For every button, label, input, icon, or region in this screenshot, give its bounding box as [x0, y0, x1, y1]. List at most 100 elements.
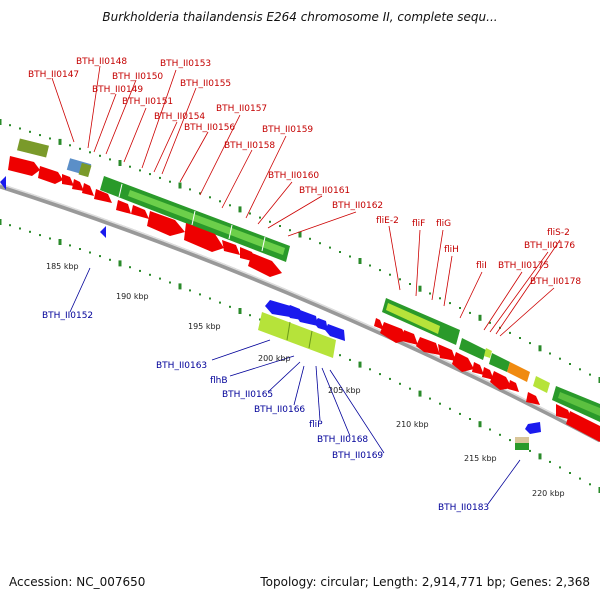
- cds-arrow-fwd[interactable]: [374, 318, 384, 330]
- gene-label[interactable]: BTH_II0175: [498, 261, 549, 271]
- gene-label[interactable]: fliP: [309, 420, 323, 430]
- gene-block-green[interactable]: [459, 338, 486, 360]
- cds-arrow-fwd[interactable]: [526, 392, 540, 405]
- scale-minor-tick: [289, 229, 291, 232]
- cds-arrow-fwd[interactable]: [38, 166, 63, 184]
- cds-arrow-rev[interactable]: [296, 310, 318, 326]
- gene-block-olive[interactable]: [16, 138, 50, 158]
- scale-minor-tick: [489, 428, 491, 431]
- scale-minor-tick: [79, 147, 81, 150]
- cds-arrow-fwd[interactable]: [94, 189, 112, 203]
- gene-label[interactable]: BTH_II0160: [268, 171, 319, 181]
- gene-label[interactable]: fliE-2: [376, 216, 399, 226]
- cds-arrow-fwd[interactable]: [482, 367, 494, 380]
- cds-arrow-fwd[interactable]: [438, 344, 456, 361]
- cds-arrow-fwd[interactable]: [8, 156, 40, 176]
- gene-label[interactable]: BTH_II0153: [160, 59, 211, 69]
- gene-label[interactable]: BTH_II0166: [254, 405, 305, 415]
- cds-arrow-fwd[interactable]: [380, 322, 408, 343]
- cds-arrow-fwd[interactable]: [508, 380, 519, 392]
- gene-block-lightgreen[interactable]: [533, 376, 550, 393]
- gene-label[interactable]: BTH_II0163: [156, 361, 207, 371]
- scale-minor-tick: [249, 212, 251, 215]
- cds-arrow-fwd[interactable]: [416, 337, 440, 355]
- cds-arrow-fwd[interactable]: [490, 371, 512, 390]
- cds-arrow-fwd[interactable]: [556, 404, 572, 420]
- cds-arrow-fwd[interactable]: [566, 411, 600, 442]
- scale-minor-tick: [9, 224, 11, 227]
- scale-minor-tick: [439, 402, 441, 405]
- gene-label[interactable]: BTH_II0155: [180, 79, 231, 89]
- gene-label[interactable]: BTH_II0161: [299, 186, 350, 196]
- gene-label[interactable]: BTH_II0158: [224, 141, 275, 151]
- scale-minor-tick: [529, 449, 531, 452]
- gene-label[interactable]: BTH_II0151: [122, 97, 173, 107]
- scale-major-tick: [118, 160, 122, 166]
- scale-tick-label: 195 kbp: [188, 322, 221, 331]
- gene-label[interactable]: BTH_II0176: [524, 241, 575, 251]
- cds-arrow-rev[interactable]: [525, 422, 541, 434]
- genome-stats-label: Topology: circular; Length: 2,914,771 bp…: [260, 575, 590, 589]
- gene-label[interactable]: BTH_II0159: [262, 125, 313, 135]
- gene-label[interactable]: BTH_II0156: [184, 123, 235, 133]
- gene-block-green[interactable]: [515, 443, 529, 450]
- gene-block-lightgreen[interactable]: [484, 348, 492, 358]
- cds-arrow-fwd[interactable]: [402, 330, 418, 345]
- gene-track-green-2[interactable]: [558, 392, 600, 416]
- gene-label[interactable]: BTH_II0152: [42, 311, 93, 321]
- gene-label[interactable]: fliI: [476, 261, 487, 271]
- cds-arrow-rev[interactable]: [314, 318, 328, 331]
- gene-label[interactable]: BTH_II0169: [332, 451, 383, 461]
- gene-block-tan[interactable]: [515, 437, 529, 443]
- gene-label[interactable]: fliG: [436, 219, 451, 229]
- gene-label[interactable]: BTH_II0162: [332, 201, 383, 211]
- gene-label[interactable]: fliH: [444, 245, 459, 255]
- gene-label[interactable]: flhB: [210, 376, 228, 386]
- gene-label[interactable]: BTH_II0147: [28, 70, 79, 80]
- gene-block-orange[interactable]: [507, 362, 530, 382]
- scale-minor-tick: [139, 269, 141, 272]
- gene-label[interactable]: fliF: [412, 219, 425, 229]
- scale-minor-tick: [469, 311, 471, 314]
- cds-arrow-fwd[interactable]: [131, 205, 149, 219]
- gene-label[interactable]: BTH_II0157: [216, 104, 267, 114]
- cds-arrow-rev[interactable]: [325, 324, 345, 341]
- scale-major-tick: [58, 138, 62, 145]
- gene-label[interactable]: BTH_II0154: [154, 112, 205, 122]
- cds-arrow-rev[interactable]: [100, 226, 106, 238]
- gene-track-lightgreen[interactable]: [258, 312, 336, 358]
- gene-label[interactable]: BTH_II0149: [92, 85, 143, 95]
- gene-track-lightgreen[interactable]: [386, 303, 440, 334]
- cds-arrow-fwd[interactable]: [248, 253, 282, 277]
- gene-track-lightgreen[interactable]: [128, 190, 285, 255]
- scale-minor-tick: [429, 397, 431, 400]
- cds-arrow-fwd[interactable]: [72, 179, 84, 191]
- gene-block-olive-2[interactable]: [78, 162, 92, 178]
- scale-tick-label: 215 kbp: [464, 454, 497, 463]
- cds-arrow-rev[interactable]: [0, 176, 6, 190]
- scale-minor-tick: [589, 483, 591, 486]
- cds-arrow-fwd[interactable]: [452, 352, 474, 372]
- gene-label[interactable]: BTH_II0178: [530, 277, 581, 287]
- scale-minor-tick: [579, 368, 581, 371]
- gene-label[interactable]: BTH_II0150: [112, 72, 163, 82]
- gene-label[interactable]: BTH_II0168: [317, 435, 368, 445]
- gene-label[interactable]: fliS-2: [547, 228, 570, 238]
- outer-scale-ring: [0, 119, 600, 383]
- cds-arrow-fwd[interactable]: [472, 362, 484, 375]
- scale-minor-tick: [49, 137, 51, 140]
- scale-minor-tick: [199, 192, 201, 195]
- scale-major-tick: [298, 231, 302, 238]
- gene-label[interactable]: BTH_II0165: [222, 390, 273, 400]
- gene-label[interactable]: BTH_II0148: [76, 57, 127, 67]
- scale-minor-tick: [219, 200, 221, 203]
- gene-block-green[interactable]: [489, 353, 510, 372]
- cds-arrow-fwd[interactable]: [82, 183, 94, 196]
- scale-major-tick: [238, 206, 242, 213]
- cds-arrow-fwd[interactable]: [62, 174, 74, 186]
- cds-arrow-fwd[interactable]: [147, 211, 185, 236]
- cds-arrow-fwd[interactable]: [184, 223, 224, 252]
- cds-arrow-fwd[interactable]: [222, 240, 240, 255]
- cds-arrow-fwd[interactable]: [116, 200, 131, 214]
- gene-label[interactable]: BTH_II0183: [438, 503, 489, 513]
